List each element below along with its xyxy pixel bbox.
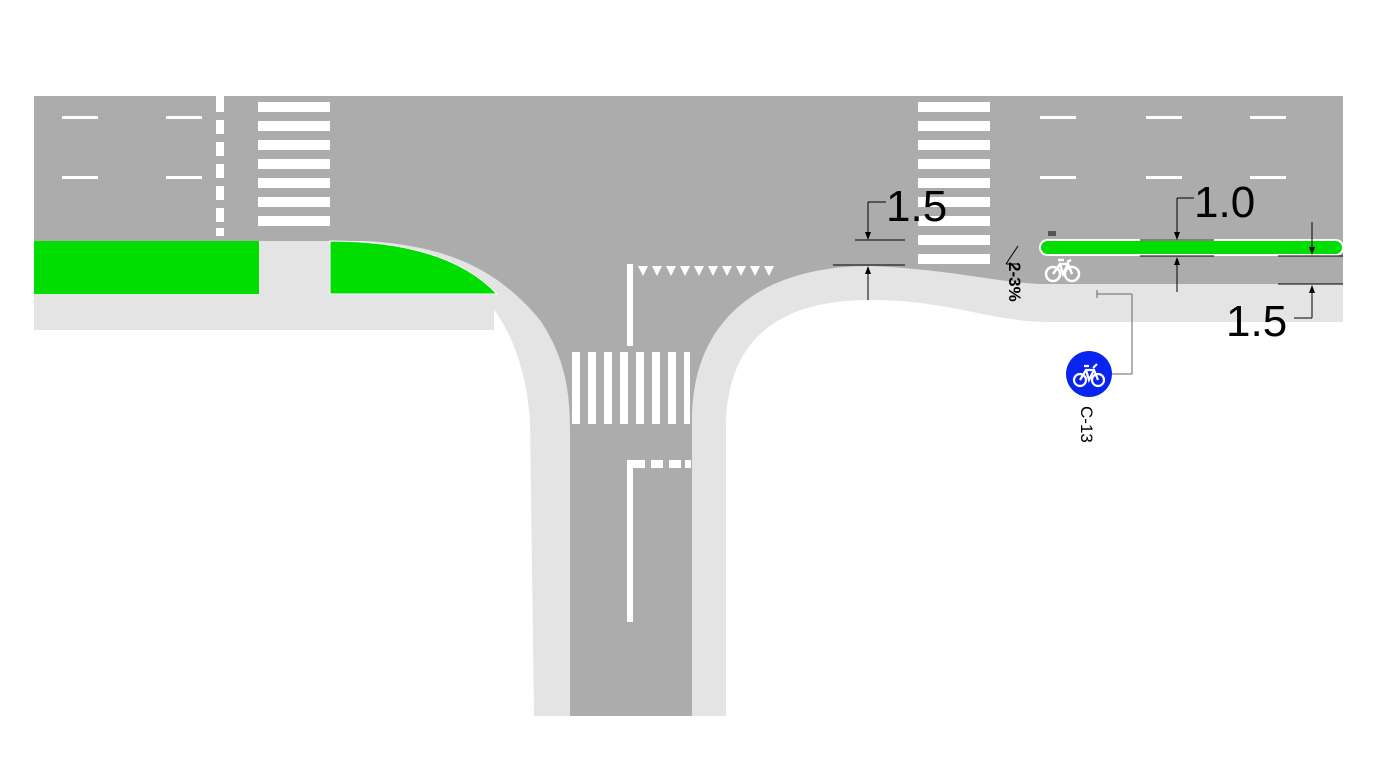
side-road-dashed-cross-line: [633, 460, 691, 468]
c13-sign: C-13: [1066, 351, 1112, 443]
zebra-crossing-side-road: [572, 352, 690, 424]
give-way-triangles: [638, 266, 774, 276]
slope-label: 2-3%: [1005, 262, 1024, 302]
side-road-centre-line: [627, 460, 633, 622]
dim-label-island-width: 1.0: [1194, 178, 1255, 227]
lane-dash: [166, 116, 202, 119]
green-strip-corner: [329, 240, 499, 295]
give-way-post: [627, 264, 633, 346]
bicycle-icon: [1072, 363, 1106, 388]
cycle-lane-bicycle-icon: [1044, 258, 1081, 283]
island-marker: [1048, 231, 1056, 236]
dimension-lines: [833, 197, 1343, 375]
green-strips: [34, 239, 1344, 295]
dashed-line-left: [216, 96, 224, 236]
lane-dash: [1250, 176, 1286, 179]
sign-code: C-13: [1077, 406, 1096, 443]
side-road-right-flare: [600, 240, 1343, 716]
green-island-right: [1039, 239, 1344, 256]
road-layer: [34, 96, 1343, 716]
lane-dash: [1146, 116, 1182, 119]
lane-dash: [1040, 176, 1076, 179]
lane-dash: [62, 116, 98, 119]
main-road: [34, 96, 1343, 241]
lane-dash: [62, 176, 98, 179]
dim-label-path-width: 1.5: [1226, 297, 1287, 346]
lane-dash: [1250, 116, 1286, 119]
lane-dash: [1146, 176, 1182, 179]
zebra-crossing-left: [258, 102, 330, 226]
zebra-crossing-right: [918, 102, 990, 264]
lane-dash: [166, 176, 202, 179]
green-strip-left: [34, 241, 259, 294]
side-road-left-flare: [330, 240, 620, 716]
road-markings: [62, 96, 1286, 622]
dim-label-left-offset: 1.5: [886, 182, 947, 231]
sign-disc: [1066, 351, 1112, 397]
lane-dash: [1040, 116, 1076, 119]
sidewalk-curve-right: [690, 262, 1343, 716]
